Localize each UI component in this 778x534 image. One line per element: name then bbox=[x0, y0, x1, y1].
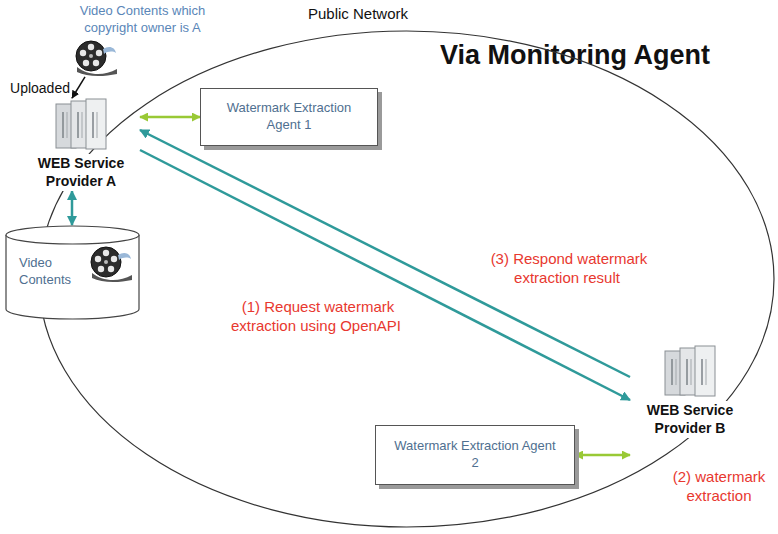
edge-label-text: (1) Request watermark extraction using O… bbox=[231, 297, 403, 335]
diagram-title: Via Monitoring Agent bbox=[440, 40, 710, 71]
connector-arrow bbox=[140, 116, 200, 119]
server-icon bbox=[52, 98, 110, 152]
agent-box: Watermark Extraction Agent 1 bbox=[200, 88, 378, 146]
edge-label-text: Uploaded bbox=[8, 79, 72, 97]
server-label: WEB Service Provider A bbox=[22, 154, 140, 191]
server-label: WEB Service Provider B bbox=[630, 401, 750, 438]
content-source: Video Contents which copyright owner is … bbox=[55, 3, 230, 77]
edge-label: Uploaded bbox=[8, 80, 72, 98]
film-reel-icon bbox=[73, 39, 119, 77]
connector-arrow bbox=[72, 77, 85, 98]
server-icon bbox=[661, 345, 719, 399]
region-heading: Public Network bbox=[308, 5, 408, 22]
agent-label: Watermark Extraction Agent 1 bbox=[217, 100, 361, 134]
network-region: Public NetworkWatermark Extraction Agent… bbox=[38, 30, 775, 528]
storage-cylinder: Video Contents bbox=[5, 225, 140, 320]
step-note: (2) watermark extraction bbox=[662, 468, 776, 506]
content-label: Video Contents which copyright owner is … bbox=[55, 3, 230, 37]
web-server: WEB Service Provider A bbox=[22, 98, 140, 191]
connector-arrow bbox=[575, 454, 630, 457]
web-server: WEB Service Provider B bbox=[630, 345, 750, 465]
film-reel-icon bbox=[88, 245, 134, 283]
connector-arrow bbox=[71, 191, 74, 225]
agent-box: Watermark Extraction Agent 2 bbox=[375, 425, 575, 485]
agent-label: Watermark Extraction Agent 2 bbox=[392, 438, 558, 472]
storage-label: Video Contents bbox=[19, 255, 91, 289]
edge-label: (3) Respond watermark extraction result bbox=[478, 250, 658, 288]
edge-label: (1) Request watermark extraction using O… bbox=[212, 298, 422, 336]
edge-label-text: (3) Respond watermark extraction result bbox=[489, 249, 648, 287]
